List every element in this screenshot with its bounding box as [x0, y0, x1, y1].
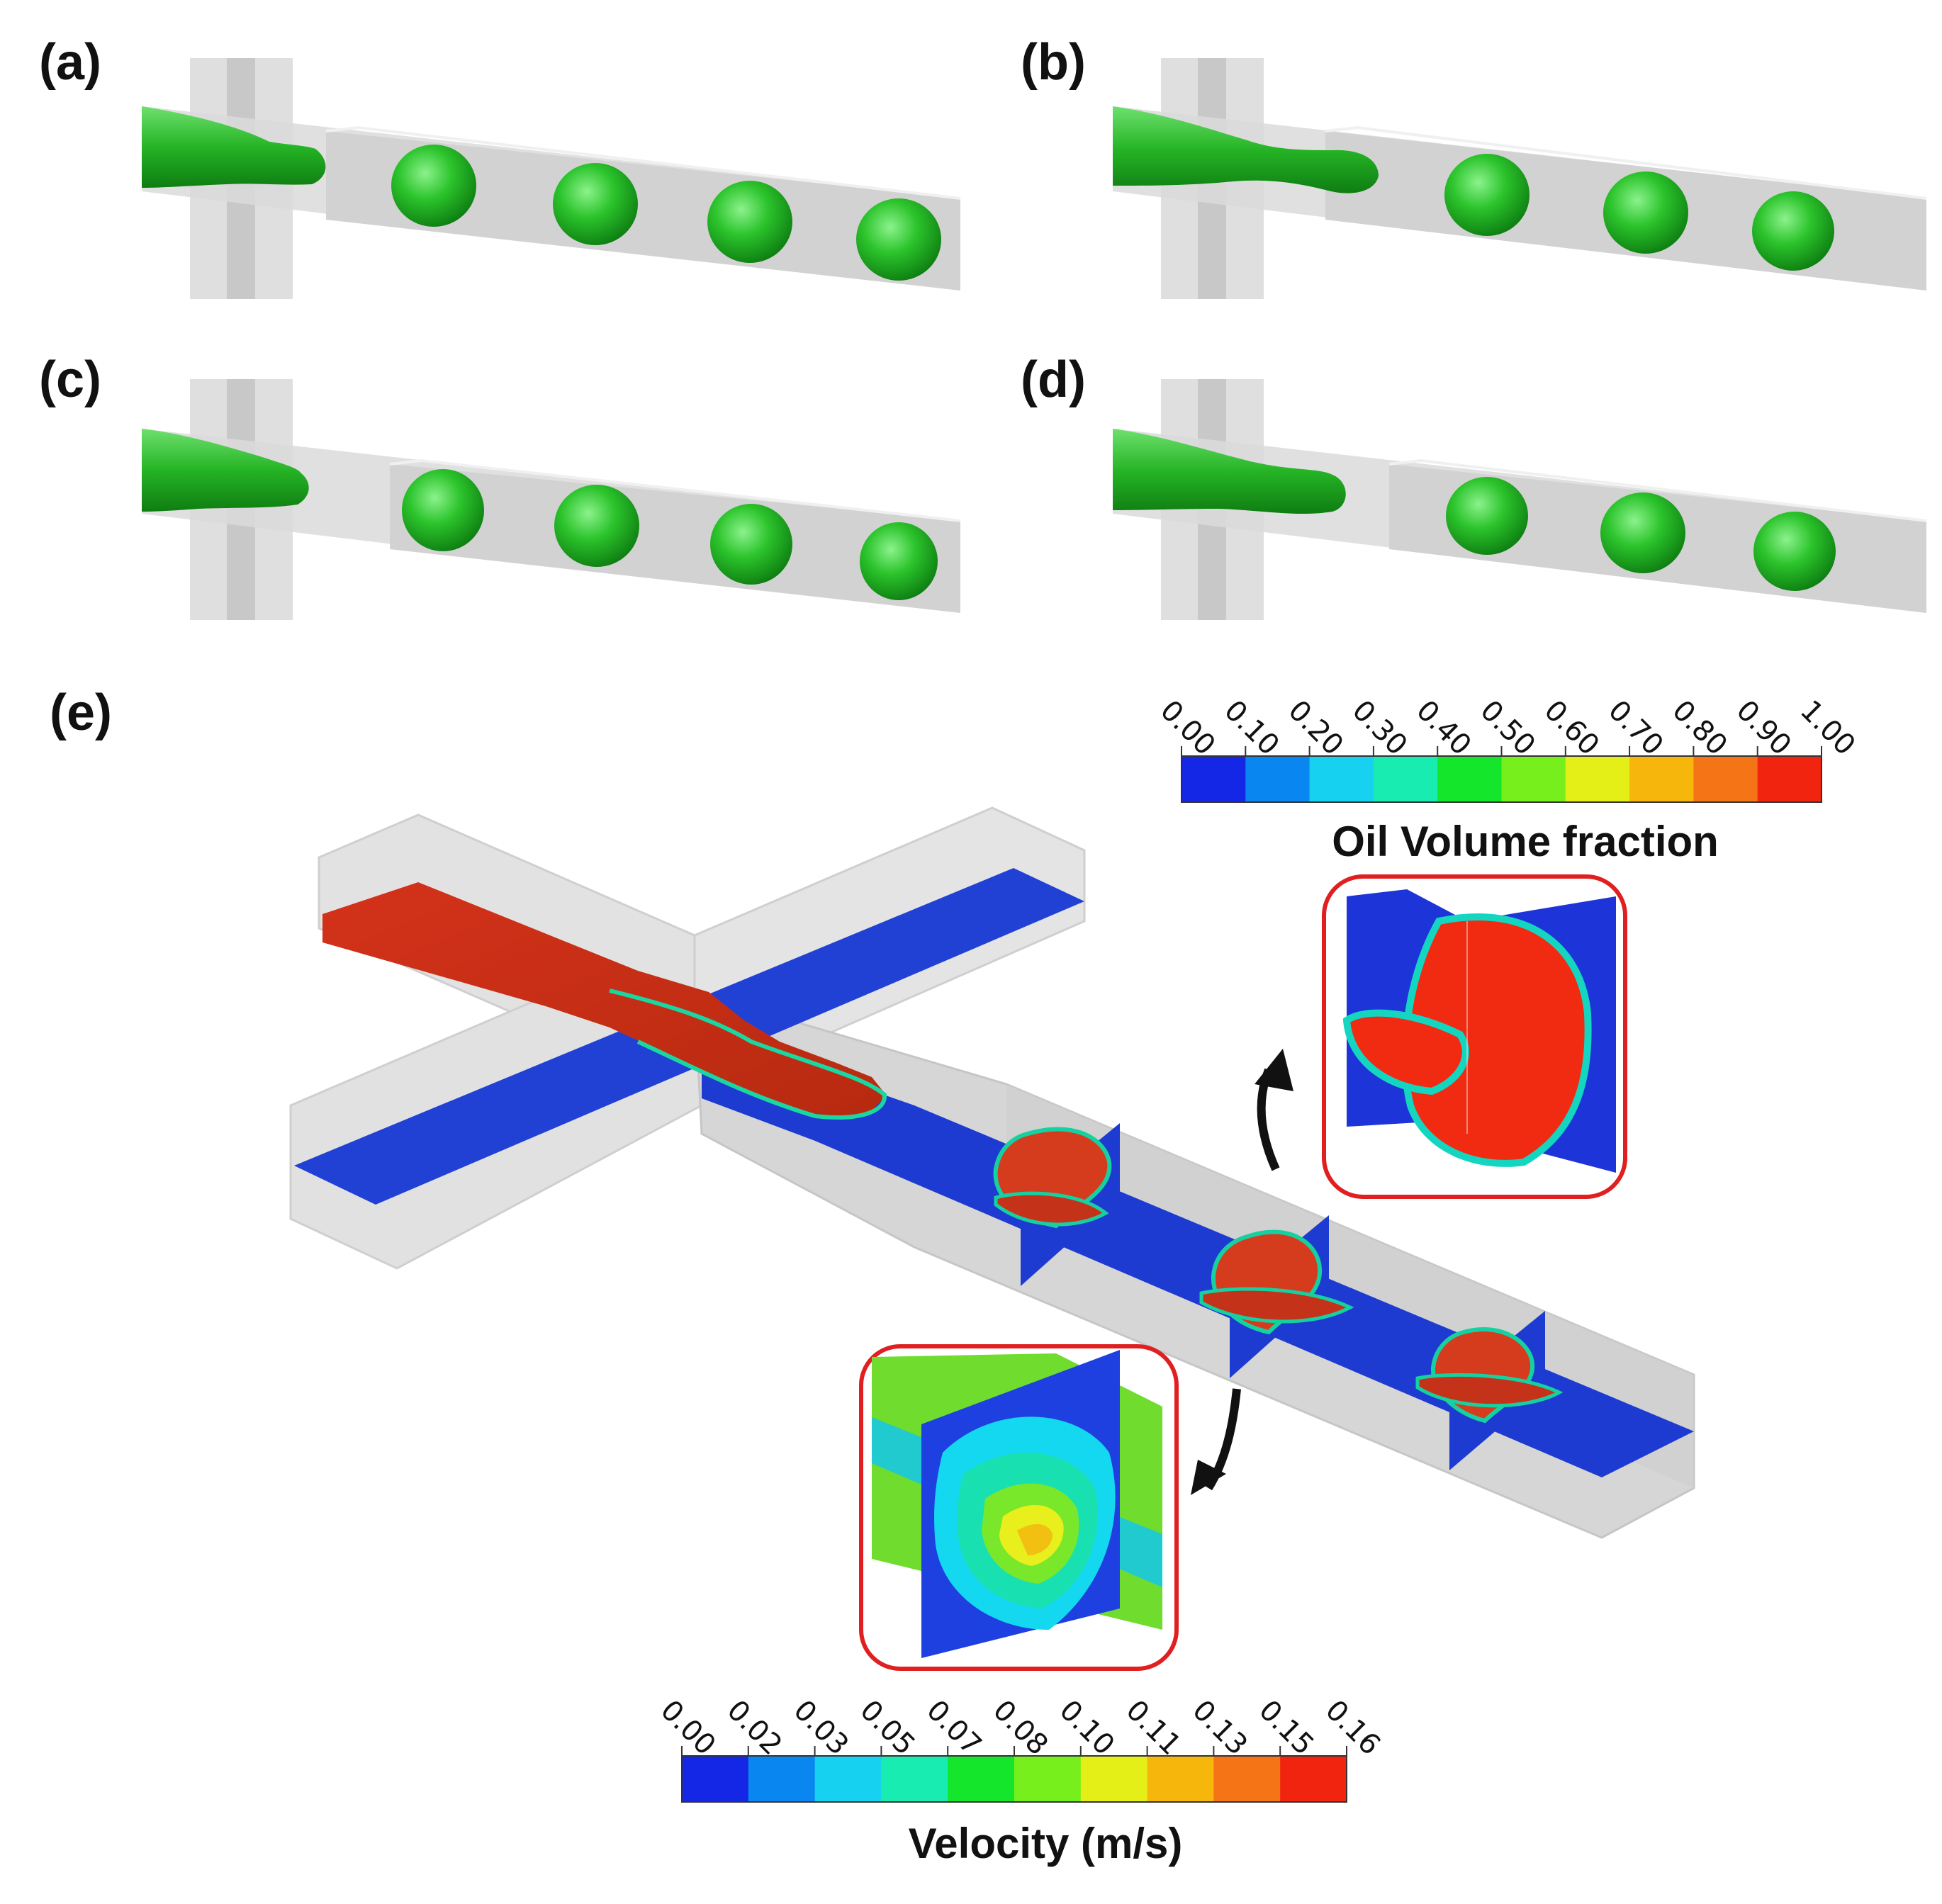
colorbar-swatch: [1693, 756, 1758, 802]
colorbar-title: Velocity (m/s): [909, 1820, 1183, 1867]
colorbar-swatch: [1373, 756, 1438, 802]
colorbar-tick-label: 0.20: [1282, 694, 1350, 762]
droplet-cross-section: [993, 1123, 1120, 1286]
panel-label-c: (c): [39, 351, 101, 408]
droplet: [860, 522, 938, 600]
colorbar-tick-label: 0.13: [1186, 1694, 1254, 1762]
colorbar-swatch: [1437, 756, 1502, 802]
colorbar-title: Oil Volume fraction: [1332, 818, 1719, 865]
panel-d: (d): [1021, 351, 1927, 620]
droplet-cross-section: [1199, 1215, 1354, 1378]
droplets: [1444, 154, 1834, 271]
colorbar-ticks: 0.000.020.030.050.070.080.100.110.130.15…: [654, 1694, 1387, 1762]
colorbar-swatch: [1080, 1756, 1148, 1802]
panel-b: (b): [1021, 34, 1927, 299]
droplets: [391, 145, 941, 281]
colorbar-tick-label: 0.60: [1538, 694, 1606, 762]
panel-label-e: (e): [50, 685, 112, 741]
colorbar-tick-label: 0.10: [1053, 1694, 1121, 1762]
oil-thread: [1113, 106, 1379, 193]
colorbar-tick-label: 0.00: [1154, 694, 1222, 762]
colorbar-tick-label: 0.03: [787, 1694, 855, 1762]
colorbar-tick-label: 0.40: [1410, 694, 1478, 762]
droplet: [856, 198, 941, 281]
droplet: [1752, 191, 1834, 271]
colorbar-swatch: [1501, 756, 1566, 802]
droplet: [1444, 154, 1530, 236]
droplet: [1603, 171, 1688, 254]
panel-label-b: (b): [1021, 34, 1086, 91]
colorbar-tick-label: 0.05: [853, 1694, 921, 1762]
colorbar-tick-label: 0.10: [1218, 694, 1286, 762]
colorbar-swatch: [748, 1756, 816, 1802]
droplet-cross-section: [1415, 1311, 1564, 1470]
droplet: [710, 504, 792, 585]
colorbar-tick-label: 1.00: [1794, 694, 1862, 762]
colorbar-tick-label: 0.50: [1474, 694, 1542, 762]
droplet: [1600, 492, 1685, 573]
colorbar-tick-label: 0.11: [1120, 1694, 1188, 1762]
colorbar-tick-label: 0.30: [1346, 694, 1414, 762]
colorbar-swatch: [1757, 756, 1822, 802]
colorbar-swatch: [948, 1756, 1015, 1802]
colorbar-swatch: [1565, 756, 1630, 802]
panel-label-d: (d): [1021, 351, 1086, 408]
panel-c: (c): [39, 351, 961, 620]
cross-junction-3d: [289, 806, 1695, 1539]
colorbar-tick-label: 0.70: [1602, 694, 1670, 762]
panel-a: (a): [39, 34, 961, 299]
oil-plane: [322, 882, 886, 1116]
velocity-inset: [859, 1344, 1241, 1671]
colorbar-swatch: [1182, 756, 1246, 802]
colorbar-ticks: 0.000.100.200.300.400.500.600.700.800.90…: [1154, 694, 1862, 762]
colorbar-tick-label: 0.16: [1319, 1694, 1387, 1762]
colorbar-tick-label: 0.90: [1730, 694, 1798, 762]
colorbar-tick-label: 0.80: [1666, 694, 1734, 762]
velocity-colorbar: 0.000.020.030.050.070.080.100.110.130.15…: [654, 1694, 1387, 1867]
droplets: [402, 469, 938, 600]
oil-thread: [142, 106, 326, 188]
oil-interface: [609, 988, 887, 1120]
panel-label-a: (a): [39, 34, 101, 91]
colorbar-swatch: [682, 1756, 749, 1802]
colorbar-swatch: [1147, 1756, 1214, 1802]
oil-fraction-inset: [1255, 874, 1627, 1199]
panel-e: (e) 0.000.100.200.300.400.500.600.700.80…: [50, 685, 1861, 1867]
droplet: [402, 469, 484, 551]
colorbar-tick-label: 0.08: [987, 1694, 1055, 1762]
droplet: [553, 163, 638, 245]
colorbar-swatch: [1245, 756, 1310, 802]
droplets: [1446, 477, 1836, 591]
oil-thread: [1113, 429, 1346, 514]
colorbar-swatches: [1181, 755, 1822, 803]
colorbar-tick-label: 0.02: [721, 1694, 789, 1762]
droplet: [554, 485, 639, 567]
colorbar-tick-label: 0.15: [1252, 1694, 1320, 1762]
colorbar-swatch: [1309, 756, 1374, 802]
colorbar-swatch: [1629, 756, 1694, 802]
colorbar-swatches: [681, 1755, 1347, 1803]
colorbar-swatch: [1280, 1756, 1347, 1802]
droplet: [391, 145, 476, 227]
droplet: [1446, 477, 1528, 555]
colorbar-tick-label: 0.00: [654, 1694, 722, 1762]
droplet: [707, 181, 792, 263]
oil-thread: [142, 429, 309, 512]
colorbar-tick-label: 0.07: [920, 1694, 988, 1762]
droplet: [1753, 512, 1836, 591]
colorbar-swatch: [1213, 1756, 1281, 1802]
oil-volume-colorbar: 0.000.100.200.300.400.500.600.700.800.90…: [1154, 694, 1862, 865]
colorbar-swatch: [1014, 1756, 1082, 1802]
colorbar-swatch: [881, 1756, 948, 1802]
colorbar-swatch: [814, 1756, 882, 1802]
